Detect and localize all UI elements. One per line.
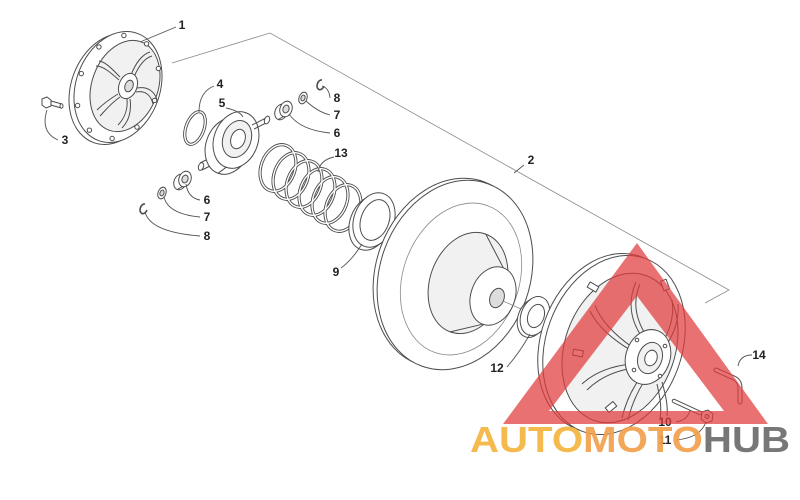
part-6-bearing-lower <box>173 170 192 191</box>
callout-labels: 1 2 3 4 5 8 7 6 13 6 7 8 9 12 14 10 11 <box>62 18 766 447</box>
leader-lines <box>44 26 753 441</box>
part-7-washer-lower <box>157 186 167 200</box>
part-9-seal-ring <box>348 192 396 251</box>
callout-1: 1 <box>179 18 186 32</box>
leader-6-lower <box>185 183 201 201</box>
leader-4 <box>198 85 215 113</box>
part-8-clip-lower <box>139 203 148 215</box>
callout-8-lower: 8 <box>204 229 211 243</box>
callout-6-lower: 6 <box>204 193 211 207</box>
leader-7-upper <box>305 100 331 116</box>
part-2-fixed-sheave <box>372 177 534 371</box>
leader-5 <box>225 107 244 118</box>
callout-7-lower: 7 <box>204 210 211 224</box>
leader-11 <box>675 421 707 441</box>
callout-9: 9 <box>333 265 340 279</box>
callout-11: 11 <box>659 433 672 447</box>
part-5-bearing-carrier <box>197 111 271 175</box>
leader-13 <box>317 156 335 173</box>
callout-6-upper: 6 <box>334 126 341 140</box>
leader-2 <box>513 164 525 174</box>
callout-13: 13 <box>334 146 348 160</box>
part-2-bracket <box>171 32 730 304</box>
part-6-bearing-upper <box>274 100 293 121</box>
callout-7-upper: 7 <box>334 108 341 122</box>
callout-4: 4 <box>217 77 224 91</box>
part-13-spring <box>258 143 363 233</box>
part-12-washer <box>516 296 551 338</box>
part-3-bolt <box>41 96 64 109</box>
leader-9 <box>340 243 363 269</box>
callout-3: 3 <box>62 133 69 147</box>
callout-14: 14 <box>752 348 766 362</box>
leader-12 <box>506 333 531 368</box>
part-1-cover <box>68 31 163 145</box>
part-4-snap-ring <box>183 110 207 146</box>
leader-6-upper <box>288 113 331 134</box>
callout-12: 12 <box>490 361 504 375</box>
part-8-clip-upper <box>316 79 325 91</box>
leader-1 <box>139 26 177 43</box>
leader-8-upper <box>321 85 331 99</box>
leader-3 <box>44 109 59 141</box>
part-7-washer-upper <box>298 91 308 105</box>
callout-5: 5 <box>219 96 226 110</box>
watermark-triangle-icon <box>503 243 768 424</box>
leader-8-lower <box>144 211 201 237</box>
leader-7-lower <box>163 196 201 218</box>
callout-2: 2 <box>528 153 535 167</box>
callout-8-upper: 8 <box>334 91 341 105</box>
leader-14 <box>737 354 753 367</box>
